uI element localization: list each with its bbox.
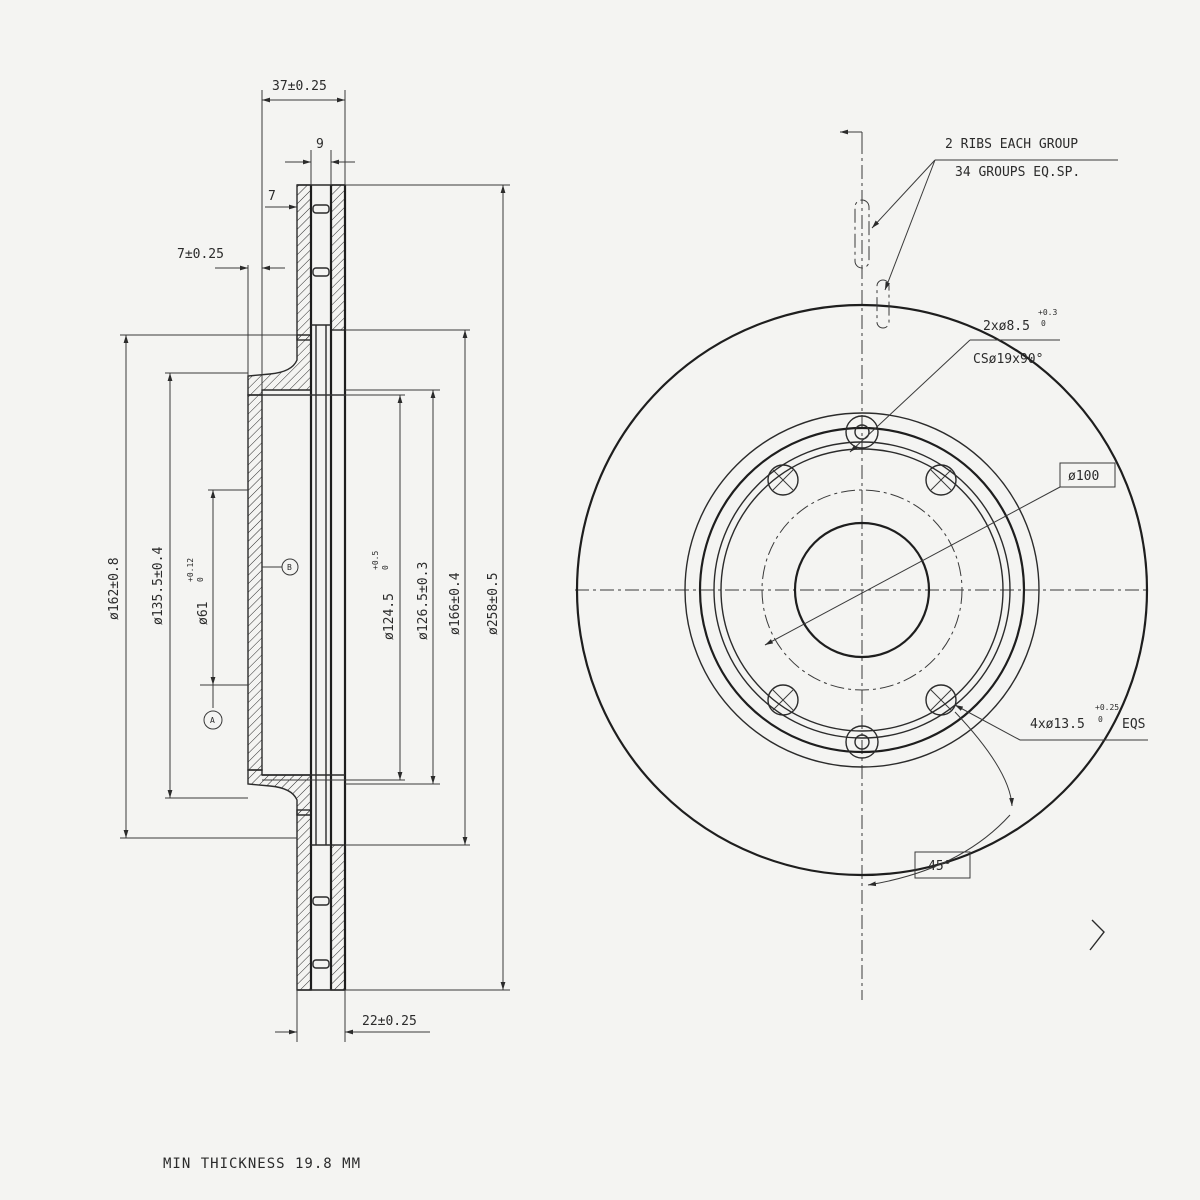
dim-thickness: 22±0.25 — [362, 1014, 417, 1029]
hat-top — [247, 334, 312, 396]
hat-outer — [698, 426, 1026, 754]
outer-plate-bottom — [296, 809, 312, 991]
dim-d61: ø61 — [196, 602, 211, 625]
dim-total-width: 37±0.25 — [272, 79, 327, 94]
dim-d124-tol0: 0 — [381, 565, 390, 570]
bolt-hole — [925, 684, 957, 716]
hole-large-suffix: EQS — [1122, 717, 1145, 732]
center-bore — [793, 521, 931, 659]
rib-slot — [876, 279, 890, 329]
disc-outer-edge — [575, 303, 1149, 877]
inner-plate-bottom — [330, 844, 346, 991]
bolt-hole — [925, 464, 957, 496]
hole-large-label: 4xø13.5 — [1030, 717, 1085, 732]
hat-inner — [713, 441, 1011, 739]
datum-a-label: A — [210, 716, 215, 725]
dim-d124: ø124.5 — [382, 593, 397, 640]
dim-d135: ø135.5±0.4 — [151, 547, 166, 625]
outer-plate-top — [296, 184, 312, 341]
pcd-label: ø100 — [1068, 469, 1099, 484]
dim-d126: ø126.5±0.3 — [416, 562, 431, 640]
hat-bottom — [247, 769, 312, 816]
dim-d258: ø258±0.5 — [486, 572, 501, 635]
hole-small-tol: +0.3 — [1038, 308, 1057, 317]
hole-small-tol0: 0 — [1041, 319, 1046, 328]
dim-d61-tol0: 0 — [196, 577, 205, 582]
hat-step — [720, 448, 1004, 732]
front-view: 2 RIBS EACH GROUP 34 GROUPS EQ.SP. 2xø8.… — [575, 129, 1150, 1000]
friction-ring-inner — [684, 412, 1040, 768]
dim-gap: 9 — [316, 137, 324, 152]
hub-wall — [247, 394, 263, 771]
datum-b-label: B — [287, 563, 292, 572]
hole-large-tol0: 0 — [1098, 715, 1103, 724]
bolt-hole — [767, 684, 799, 716]
inner-plate-top — [330, 184, 346, 331]
ribs-note-line2: 34 GROUPS EQ.SP. — [955, 165, 1080, 180]
hole-small-label: 2xø8.5 — [983, 319, 1030, 334]
angle-label: 45° — [928, 859, 951, 874]
bolt-hole — [767, 464, 799, 496]
datum-b-marker — [281, 558, 299, 576]
countersink-label: CSø19x90° — [973, 352, 1043, 367]
ribs-note-line1: 2 RIBS EACH GROUP — [945, 137, 1078, 152]
dim-d124-tol: +0.5 — [371, 551, 380, 570]
dim-hat: 7±0.25 — [177, 247, 224, 262]
section-view: 37±0.25 9 7 7±0.25 ø162±0.8 ø135.5±0.4 ø… — [107, 79, 510, 1042]
dim-d162: ø162±0.8 — [107, 557, 122, 620]
datum-a-marker — [203, 710, 223, 730]
angle-box — [914, 851, 971, 879]
countersunk-hole — [845, 415, 879, 449]
min-thickness-note: MIN THICKNESS 19.8 MM — [163, 1156, 361, 1172]
dim-d166: ø166±0.4 — [448, 572, 463, 635]
hole-large-tol: +0.25 — [1095, 703, 1119, 712]
countersunk-hole — [845, 725, 879, 759]
rib-slot — [854, 199, 870, 269]
pcd-box — [1059, 462, 1116, 488]
dim-flange: 7 — [268, 189, 276, 204]
dim-d61-tol: +0.12 — [186, 558, 195, 582]
pcd-circle — [761, 489, 963, 691]
